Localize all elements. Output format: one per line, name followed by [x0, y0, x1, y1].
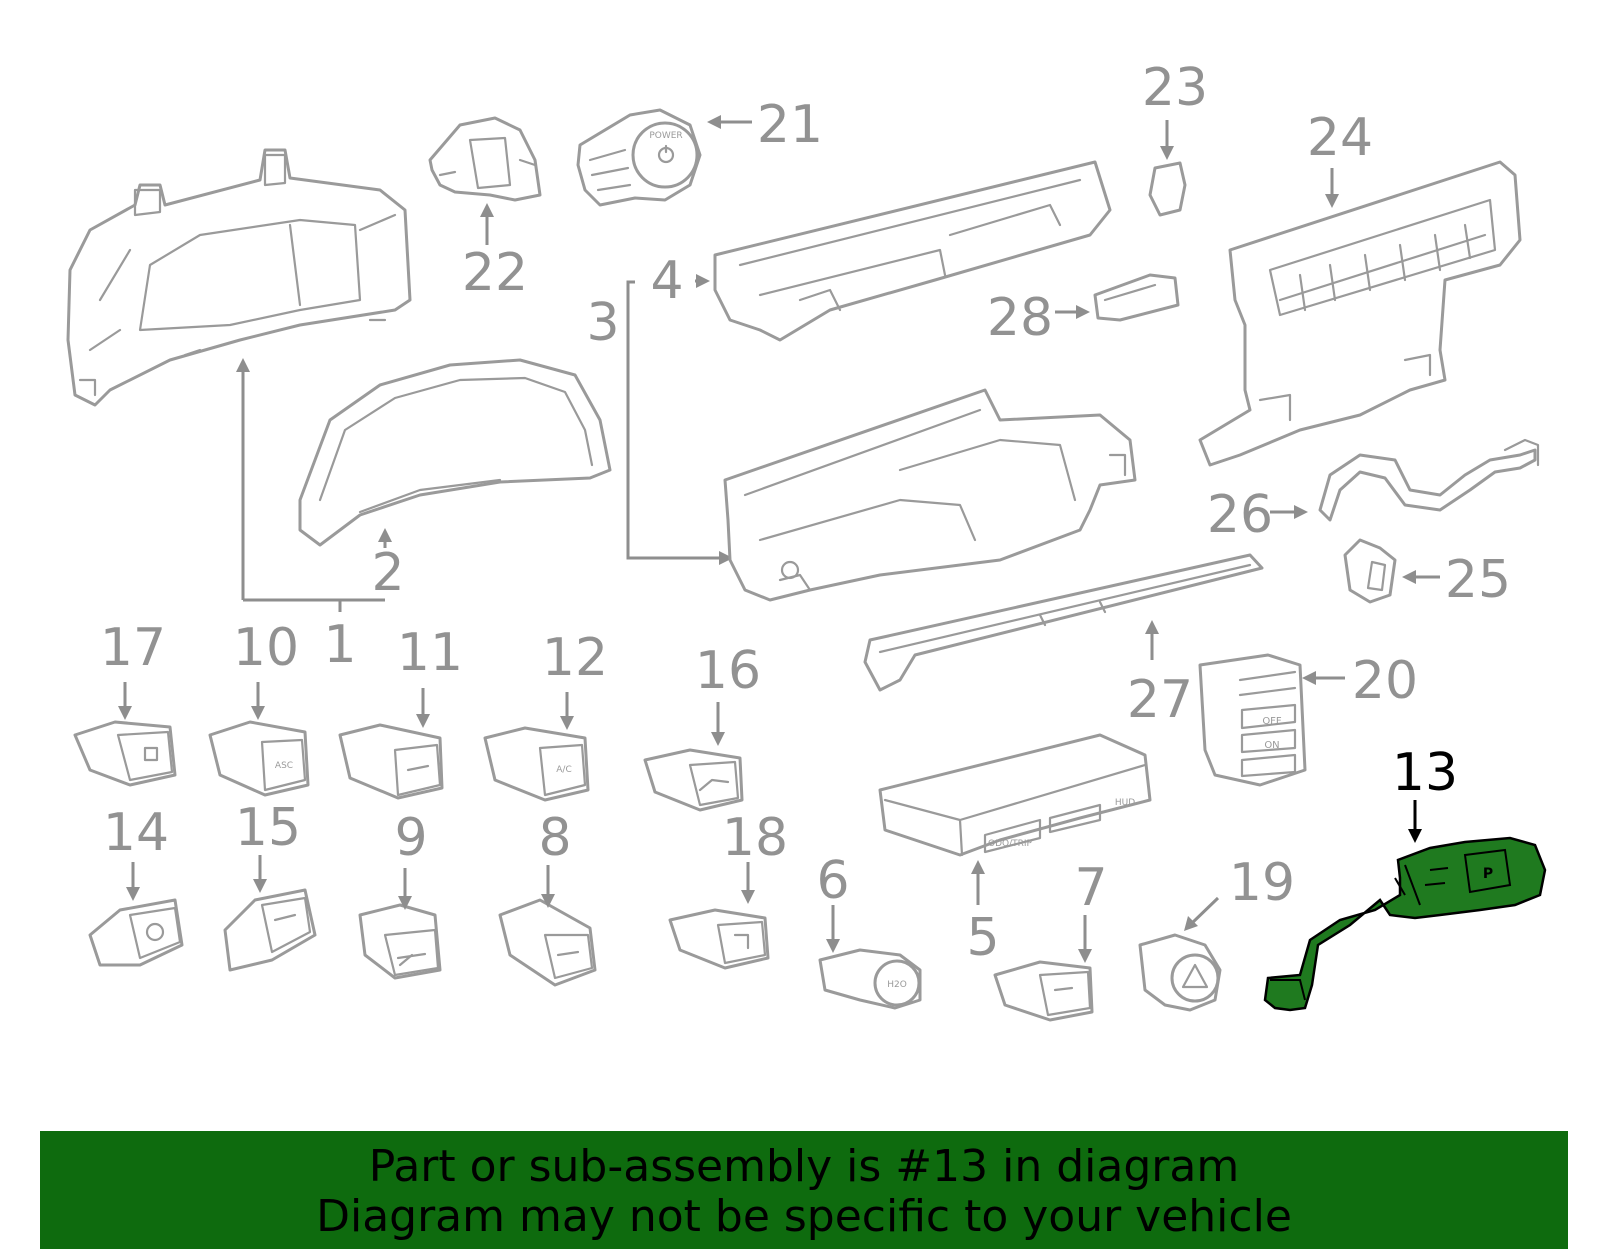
power-label: POWER — [649, 131, 682, 141]
callout-5: 5 — [966, 908, 999, 968]
callout-6: 6 — [816, 851, 849, 911]
callout-18: 18 — [722, 808, 788, 868]
callout-26: 26 — [1207, 485, 1273, 545]
callout-13: 13 — [1392, 743, 1458, 803]
part-3-display-assembly — [723, 388, 1137, 602]
hud-label: HUD — [1115, 798, 1135, 808]
callout-1: 1 — [323, 615, 356, 675]
part-11-switch — [338, 723, 444, 800]
off-label: OFF — [1262, 716, 1282, 727]
callout-19: 19 — [1229, 853, 1295, 913]
part-22-switch-bracket — [428, 116, 542, 202]
callout-3: 3 — [586, 293, 619, 353]
banner-line-2: Diagram may not be specific to your vehi… — [316, 1191, 1292, 1242]
callout-7: 7 — [1074, 858, 1107, 918]
part-23-clip — [1148, 161, 1187, 217]
part-7-switch — [993, 960, 1094, 1022]
part-14-switch — [88, 898, 184, 967]
part-15-switch — [223, 888, 317, 972]
part-19-hazard-switch — [1138, 933, 1222, 1012]
part-20-switch-pod: OFF ON — [1198, 653, 1307, 787]
ac-label: A/C — [556, 765, 571, 775]
banner-line-1: Part or sub-assembly is #13 in diagram — [368, 1141, 1240, 1192]
callout-22: 22 — [462, 243, 528, 303]
callout-27: 27 — [1127, 670, 1193, 730]
part-9-switch — [358, 903, 442, 980]
part-4-display-unit — [713, 160, 1112, 342]
part-17-switch — [73, 720, 177, 787]
part-16-switch — [643, 748, 744, 812]
part-8-switch — [498, 898, 597, 987]
callout-21: 21 — [757, 95, 823, 155]
part-13-shift-switch: P — [1263, 836, 1547, 1012]
callout-15: 15 — [235, 798, 301, 858]
part-27-trim-strip — [863, 553, 1264, 692]
part-21-power-switch: POWER — [576, 108, 702, 207]
callout-24: 24 — [1307, 108, 1373, 168]
part-28-sensor — [1093, 273, 1180, 322]
part-12-switch: A/C — [483, 726, 590, 802]
callout-11: 11 — [397, 623, 463, 683]
callout-8: 8 — [538, 808, 571, 868]
h2o-label: H2O — [887, 980, 907, 990]
part-24-control-panel — [1198, 160, 1522, 467]
part-5-switch-module: ODO/TRIP HUD — [878, 733, 1152, 857]
callout-10: 10 — [233, 618, 299, 678]
callout-17: 17 — [100, 618, 166, 678]
part-2-cluster-lens — [298, 358, 612, 547]
info-banner: Part or sub-assembly is #13 in diagram D… — [40, 1131, 1568, 1249]
part-6-switch: H2O — [818, 948, 922, 1010]
callout-2: 2 — [371, 543, 404, 603]
part-10-switch: ASC — [208, 720, 310, 797]
callout-12: 12 — [542, 628, 608, 688]
callout-9: 9 — [394, 808, 427, 868]
part-26-harness — [1318, 438, 1540, 522]
callout-23: 23 — [1142, 58, 1208, 118]
on-label: ON — [1264, 740, 1279, 751]
callout-20: 20 — [1352, 651, 1418, 711]
part-25-plug — [1343, 538, 1397, 604]
callout-14: 14 — [103, 803, 169, 863]
callout-25: 25 — [1445, 550, 1511, 610]
asc-label: ASC — [275, 761, 293, 771]
p-label: P — [1483, 866, 1493, 882]
part-18-switch — [668, 908, 770, 970]
callout-28: 28 — [987, 288, 1053, 348]
callout-16: 16 — [695, 641, 761, 701]
callout-4: 4 — [650, 251, 683, 311]
odo-trip-label: ODO/TRIP — [988, 839, 1033, 849]
part-1-cluster-housing — [66, 148, 412, 407]
